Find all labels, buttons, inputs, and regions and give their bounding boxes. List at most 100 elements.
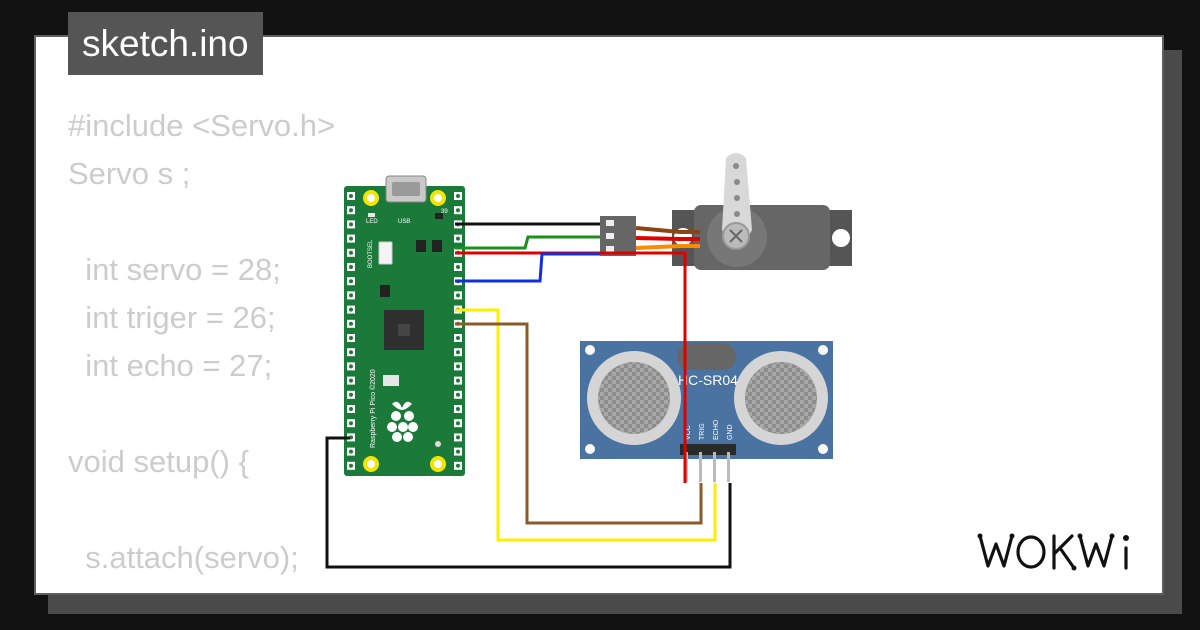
mounting-hole-center bbox=[434, 460, 442, 468]
bootsel-label: BOOTSEL bbox=[368, 239, 374, 268]
project-card[interactable] bbox=[34, 35, 1164, 595]
pico-pin-hole bbox=[349, 250, 353, 255]
chip-small bbox=[432, 240, 442, 252]
pico-pin-hole bbox=[456, 421, 460, 426]
servo-connector[interactable] bbox=[600, 216, 636, 256]
led bbox=[368, 213, 375, 217]
pico-pin-hole bbox=[349, 463, 353, 468]
pico-board-text: Raspberry Pi Pico ©2020 bbox=[369, 369, 377, 448]
pico-pin-39-label: 39 bbox=[441, 209, 448, 215]
code-line: int triger = 26; bbox=[68, 300, 276, 335]
pin-label-gnd: GND bbox=[727, 424, 734, 440]
wire-blue[interactable] bbox=[455, 252, 600, 283]
pico-pin-hole bbox=[349, 378, 353, 383]
raspberry-pi-pico[interactable]: LED USB 39 BOOTSEL Raspberry Pi Pico ©20… bbox=[344, 175, 465, 476]
pin-label-echo: ECHO bbox=[713, 419, 720, 440]
chip-small bbox=[380, 285, 390, 297]
connector-pin bbox=[606, 233, 614, 239]
pico-pin-hole bbox=[456, 463, 460, 468]
pico-pin-hole bbox=[349, 265, 353, 269]
pico-pin-hole bbox=[349, 336, 353, 340]
pico-pin-hole bbox=[456, 392, 460, 397]
mounting-hole-center bbox=[434, 194, 442, 202]
file-tab[interactable]: sketch.ino bbox=[68, 12, 263, 75]
test-pad bbox=[435, 441, 441, 447]
pico-pin-hole bbox=[349, 279, 353, 284]
code-preview: #include <Servo.h> Servo s ; int servo = … bbox=[68, 102, 335, 582]
sensor-mount-hole bbox=[818, 345, 828, 355]
sensor-mount-hole bbox=[585, 444, 595, 454]
pico-usb-label: USB bbox=[398, 219, 410, 225]
pico-pin-hole bbox=[456, 236, 460, 241]
pico-pin-hole bbox=[349, 236, 353, 241]
pico-pin-hole bbox=[349, 364, 353, 369]
horn-hole bbox=[733, 163, 739, 169]
pico-pin-hole bbox=[456, 364, 460, 369]
pico-led-label: LED bbox=[366, 219, 378, 225]
crystal-oscillator bbox=[677, 343, 736, 370]
sensor-mount-hole bbox=[585, 345, 595, 355]
pico-pin-hole bbox=[349, 222, 353, 227]
chip-small bbox=[435, 213, 443, 219]
pico-pin-hole bbox=[349, 350, 353, 355]
pico-pin-hole bbox=[456, 407, 460, 411]
code-line: int echo = 27; bbox=[68, 348, 273, 383]
pico-pin-hole bbox=[349, 194, 353, 198]
pico-pin-hole bbox=[349, 449, 353, 454]
pico-pin-hole bbox=[349, 208, 353, 213]
pico-pin-hole bbox=[349, 392, 353, 397]
sensor-header bbox=[680, 444, 736, 455]
wire-red[interactable] bbox=[455, 251, 687, 483]
screw-cross-icon bbox=[729, 229, 743, 243]
pico-pin-hole bbox=[349, 293, 353, 298]
sensor-mount-hole bbox=[818, 444, 828, 454]
servo-motor[interactable] bbox=[672, 153, 852, 270]
flash-chip bbox=[383, 375, 399, 386]
pico-pin-hole bbox=[456, 378, 460, 383]
mounting-hole-center bbox=[367, 460, 375, 468]
pin-label-trig: TRIG bbox=[699, 423, 706, 440]
pin-label-vcc: VCC bbox=[685, 425, 692, 440]
bootsel-button[interactable] bbox=[378, 241, 393, 265]
horn-hole bbox=[734, 179, 740, 185]
horn-hole bbox=[734, 195, 740, 201]
code-line: Servo s ; bbox=[68, 156, 191, 191]
wire-black-gnd[interactable] bbox=[325, 436, 732, 569]
sensor-pin-trig[interactable] bbox=[699, 452, 702, 482]
wokwi-logo[interactable] bbox=[976, 526, 1148, 576]
hc-sr04-sensor[interactable]: HC-SR04 VCC TRIG ECHO GND bbox=[580, 341, 833, 482]
pico-pin-hole bbox=[456, 336, 460, 340]
servo-cable bbox=[635, 226, 700, 250]
servo-mount-hole bbox=[832, 229, 850, 247]
pico-pin-hole bbox=[456, 435, 460, 440]
pico-pin-hole bbox=[456, 449, 460, 454]
sensor-pin-gnd[interactable] bbox=[727, 452, 730, 482]
pico-pin-rows bbox=[347, 192, 462, 470]
chip-logo bbox=[398, 324, 410, 336]
sensor-name-label: HC-SR04 bbox=[678, 372, 738, 388]
wire-yellow[interactable] bbox=[455, 308, 717, 542]
code-line: int servo = 28; bbox=[68, 252, 281, 287]
pico-pin-hole bbox=[349, 407, 353, 411]
horn-hole bbox=[734, 211, 740, 217]
pico-pin-hole bbox=[349, 307, 353, 312]
pico-pin-hole bbox=[456, 293, 460, 298]
pico-pin-hole bbox=[349, 421, 353, 426]
wires bbox=[325, 222, 732, 569]
sensor-pin-echo[interactable] bbox=[713, 452, 716, 482]
raspberry-pi-logo-icon bbox=[387, 401, 418, 442]
transducer-right-mesh-pattern bbox=[745, 362, 817, 434]
connector-pin bbox=[606, 246, 614, 252]
wire-brown[interactable] bbox=[455, 322, 703, 525]
pico-pin-hole bbox=[456, 208, 460, 213]
wire-green[interactable] bbox=[455, 235, 600, 250]
mounting-hole-center bbox=[367, 194, 375, 202]
pico-pin-hole bbox=[349, 321, 353, 326]
connector-pin bbox=[606, 220, 614, 226]
code-line: void setup() { bbox=[68, 444, 249, 479]
pico-pin-hole bbox=[456, 350, 460, 355]
code-line: #include <Servo.h> bbox=[68, 108, 336, 143]
pico-pin-hole bbox=[456, 194, 460, 198]
code-line: s.attach(servo); bbox=[68, 540, 299, 575]
